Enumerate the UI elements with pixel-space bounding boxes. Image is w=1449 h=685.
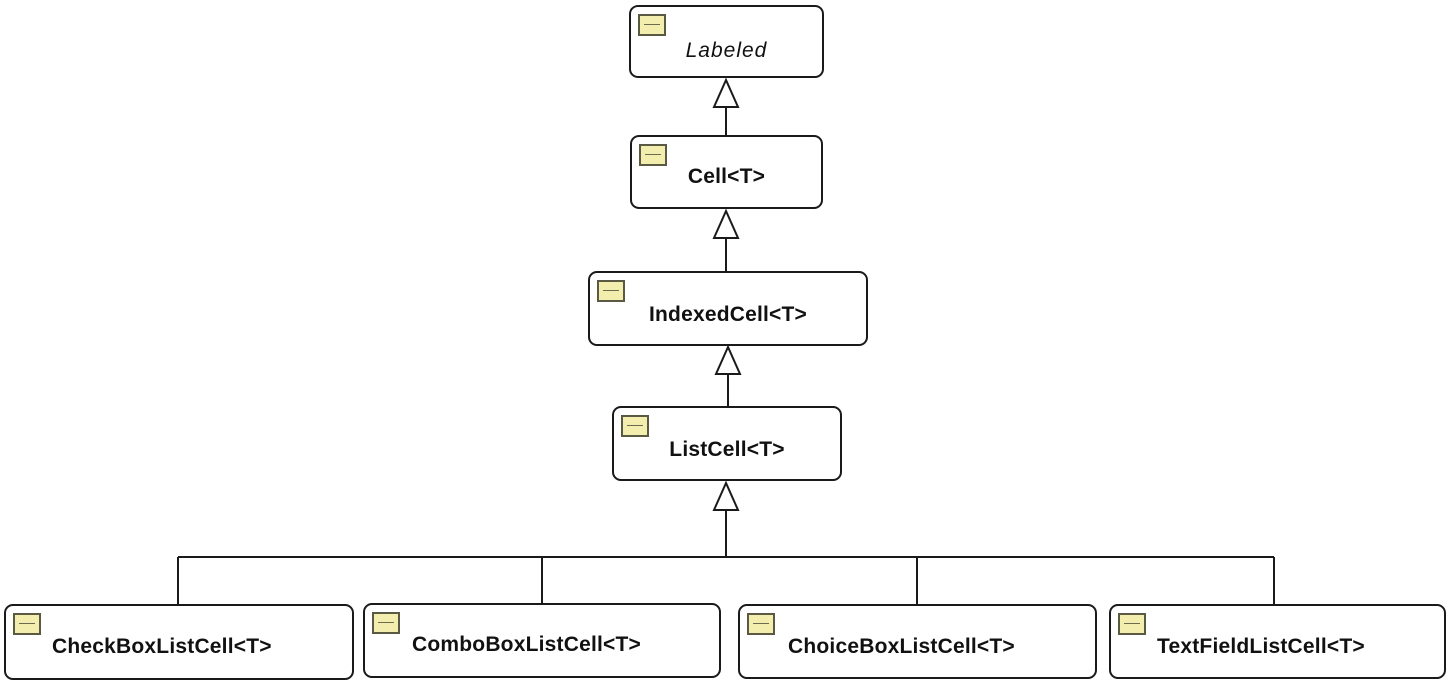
class-box-comboboxlistcell: ComboBoxListCell<T> bbox=[363, 603, 721, 678]
class-name: TextFieldListCell<T> bbox=[1157, 635, 1365, 658]
inheritance-arrowhead-cell bbox=[712, 208, 740, 239]
class-icon bbox=[638, 14, 666, 36]
class-icon bbox=[372, 612, 400, 634]
class-name: Cell<T> bbox=[687, 165, 766, 188]
class-box-textfieldlistcell: TextFieldListCell<T> bbox=[1109, 604, 1446, 679]
class-icon bbox=[621, 415, 649, 437]
class-icon bbox=[747, 613, 775, 635]
class-name: IndexedCell<T> bbox=[648, 303, 808, 326]
inheritance-arrowhead-labeled bbox=[712, 77, 740, 108]
class-name: ListCell<T> bbox=[669, 438, 785, 461]
inheritance-arrowhead-listcell bbox=[712, 480, 740, 511]
class-name: ChoiceBoxListCell<T> bbox=[788, 635, 1015, 658]
class-box-listcell: ListCell<T> bbox=[612, 406, 842, 481]
class-name: CheckBoxListCell<T> bbox=[52, 635, 272, 658]
class-icon bbox=[1118, 613, 1146, 635]
class-icon bbox=[13, 613, 41, 635]
class-icon bbox=[597, 280, 625, 302]
class-box-checkboxlistcell: CheckBoxListCell<T> bbox=[4, 604, 354, 680]
inheritance-arrowhead-indexedcell bbox=[714, 344, 742, 375]
class-box-labeled: Labeled bbox=[629, 5, 824, 78]
class-box-indexedcell: IndexedCell<T> bbox=[588, 271, 868, 346]
class-icon bbox=[639, 144, 667, 166]
class-name: ComboBoxListCell<T> bbox=[412, 633, 641, 656]
class-name: Labeled bbox=[685, 39, 768, 62]
class-box-cell: Cell<T> bbox=[630, 135, 823, 209]
class-box-choiceboxlistcell: ChoiceBoxListCell<T> bbox=[738, 604, 1097, 679]
